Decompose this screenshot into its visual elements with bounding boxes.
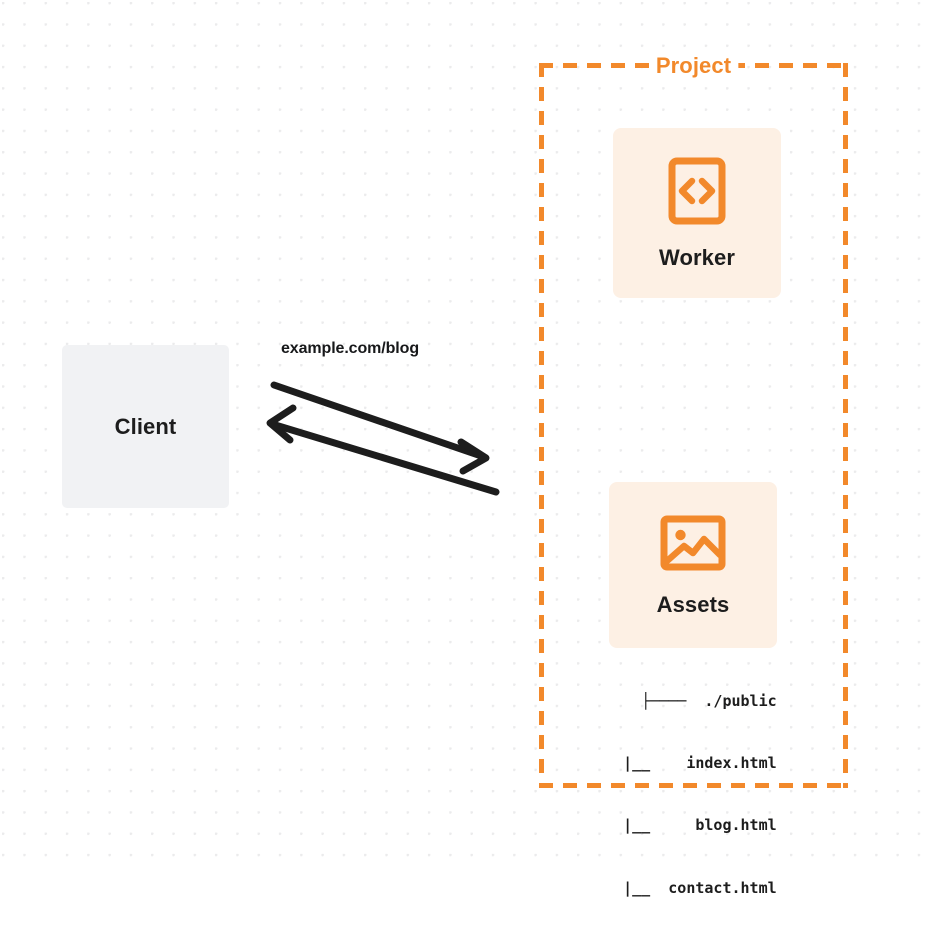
edge-label-url: example.com/blog [281, 340, 419, 357]
tree-line-contact: |__ contact.html [587, 878, 777, 897]
image-picture-icon [660, 514, 726, 577]
request-response-arrows [266, 381, 500, 496]
request-arrow [270, 381, 490, 475]
worker-node-label: Worker [659, 245, 735, 270]
code-brackets-icon [668, 157, 726, 230]
diagram-canvas: Client example.com/blog Project [0, 0, 938, 897]
assets-node-label: Assets [656, 592, 730, 617]
project-border-right [843, 63, 848, 788]
project-container: Project Worker Assets [539, 54, 848, 897]
response-arrow [266, 404, 500, 496]
tree-line-root: ├──── ./public [641, 691, 777, 710]
tree-line-index: |__ index.html [587, 753, 777, 772]
project-title: Project [648, 54, 739, 77]
assets-node[interactable]: Assets [609, 482, 777, 648]
assets-file-tree: ├──── ./public |__ index.html |__ blog.h… [587, 649, 777, 940]
client-node-label: Client [114, 413, 177, 439]
project-border-left [539, 63, 544, 788]
client-node[interactable]: Client [62, 345, 229, 508]
tree-line-blog: |__ blog.html [587, 816, 777, 835]
worker-node[interactable]: Worker [613, 128, 781, 298]
project-border-bottom [539, 783, 848, 788]
